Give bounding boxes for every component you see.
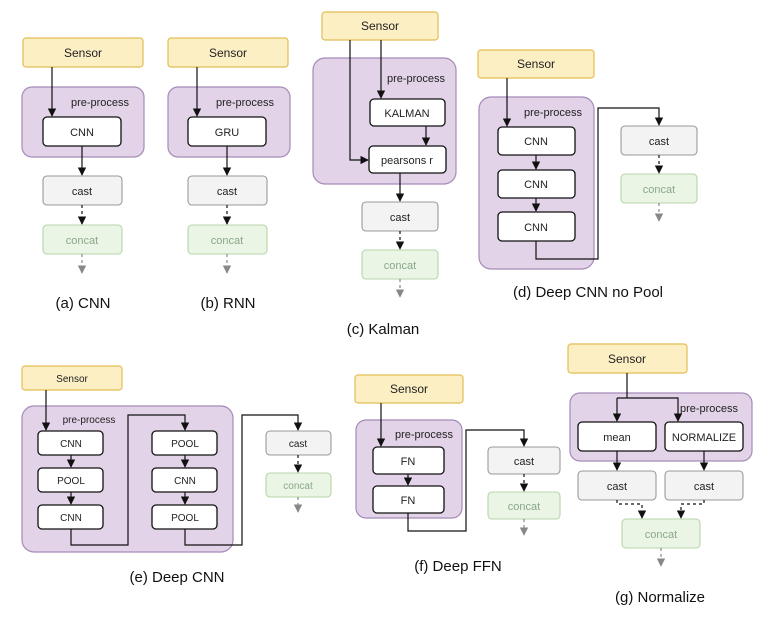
- cast-e-label: cast: [289, 439, 308, 450]
- group-a-label: pre-process: [71, 97, 130, 109]
- node-e-pool-2-label: POOL: [171, 439, 199, 450]
- group-e-label: pre-process: [63, 415, 116, 426]
- cast-g-2-label: cast: [694, 481, 714, 493]
- sensor-e: [21, 365, 123, 391]
- diagram-a: Sensor pre-process CNN cast concat (a) C…: [21, 37, 145, 312]
- cast-d-label: cast: [649, 136, 669, 148]
- concat-a-label: concat: [66, 235, 98, 247]
- sensor-b-label: Sensor: [209, 46, 247, 60]
- node-f-fn-1-label: FN: [401, 456, 416, 468]
- concat-g-label: concat: [645, 529, 677, 541]
- node-e-pool-1-label: POOL: [57, 476, 85, 487]
- node-g-normalize-label: NORMALIZE: [672, 432, 736, 444]
- node-c-pearsons: [368, 145, 447, 174]
- node-g-mean-label: mean: [603, 432, 631, 444]
- edge-g-cast2-concat: [676, 500, 705, 519]
- caption-b: (b) RNN: [201, 295, 256, 312]
- sensor-d: [477, 49, 595, 79]
- sensor-a: [22, 37, 144, 68]
- group-d-label: pre-process: [524, 107, 583, 119]
- cast-b-label: cast: [217, 186, 237, 198]
- caption-f: (f) Deep FFN: [414, 558, 502, 575]
- node-d-cnn-2-label: CNN: [524, 179, 548, 191]
- group-b-label: pre-process: [216, 97, 275, 109]
- node-c-kalman-label: KALMAN: [384, 108, 429, 120]
- caption-e: (e) Deep CNN: [129, 569, 224, 586]
- node-e-cnn-2-label: CNN: [60, 513, 82, 524]
- diagram-e: Sensor pre-process CNN POOL CNN POOL CNN…: [21, 365, 332, 586]
- concat-d-label: concat: [643, 184, 675, 196]
- node-d-cnn-1-label: CNN: [524, 136, 548, 148]
- node-f-fn-2-label: FN: [401, 495, 416, 507]
- diagram-f: Sensor pre-process FN FN cast concat (f)…: [354, 374, 561, 575]
- concat-b-label: concat: [211, 235, 243, 247]
- diagram-d: Sensor pre-process CNN CNN CNN cast conc…: [477, 49, 698, 301]
- sensor-g-label: Sensor: [608, 352, 646, 366]
- group-g-label: pre-process: [680, 403, 739, 415]
- group-c-label: pre-process: [387, 73, 446, 85]
- edge-d-cnn3-cast: [535, 107, 664, 260]
- sensor-c-label: Sensor: [361, 19, 399, 33]
- cast-c-label: cast: [390, 212, 410, 224]
- caption-d: (d) Deep CNN no Pool: [513, 284, 663, 301]
- node-c-kalman: [369, 98, 446, 127]
- sensor-d-label: Sensor: [517, 57, 555, 71]
- node-d-cnn-3-label: CNN: [524, 222, 548, 234]
- node-a-cnn-label: CNN: [70, 127, 94, 139]
- cast-g-1-label: cast: [607, 481, 627, 493]
- caption-c: (c) Kalman: [347, 321, 420, 338]
- node-e-cnn-3-label: CNN: [174, 476, 196, 487]
- cast-a-label: cast: [72, 186, 92, 198]
- sensor-e-label: Sensor: [56, 374, 88, 385]
- diagram-b: Sensor pre-process GRU cast concat (b) R…: [167, 37, 291, 312]
- edge-f-fn2-cast: [407, 429, 529, 532]
- edge-c-sensor-pearsons: [349, 40, 369, 165]
- edge-g-split-normalize: [617, 397, 683, 422]
- group-f-label: pre-process: [395, 429, 454, 441]
- concat-f-label: concat: [508, 501, 540, 513]
- node-e-cnn-1-label: CNN: [60, 439, 82, 450]
- edge-g-cast1-concat: [616, 500, 647, 519]
- edge-e-cnn2-pool2: [70, 414, 190, 546]
- sensor-b: [167, 37, 289, 68]
- concat-c-label: concat: [384, 260, 416, 272]
- diagram-g: Sensor pre-process mean NORMALIZE cast c…: [567, 343, 753, 606]
- node-c-pearsons-label: pearsons r: [381, 155, 433, 167]
- diagram-c: Sensor pre-process KALMAN pearsons r cas…: [312, 11, 457, 338]
- caption-a: (a) CNN: [56, 295, 111, 312]
- sensor-c: [321, 11, 439, 41]
- edge-e-pool3-cast: [184, 414, 303, 546]
- sensor-f: [354, 374, 464, 404]
- sensor-f-label: Sensor: [390, 382, 428, 396]
- sensor-a-label: Sensor: [64, 46, 102, 60]
- caption-g: (g) Normalize: [615, 589, 705, 606]
- cast-f-label: cast: [514, 456, 534, 468]
- concat-e-label: concat: [283, 481, 313, 492]
- node-b-gru-label: GRU: [215, 127, 240, 139]
- node-e-pool-3-label: POOL: [171, 513, 199, 524]
